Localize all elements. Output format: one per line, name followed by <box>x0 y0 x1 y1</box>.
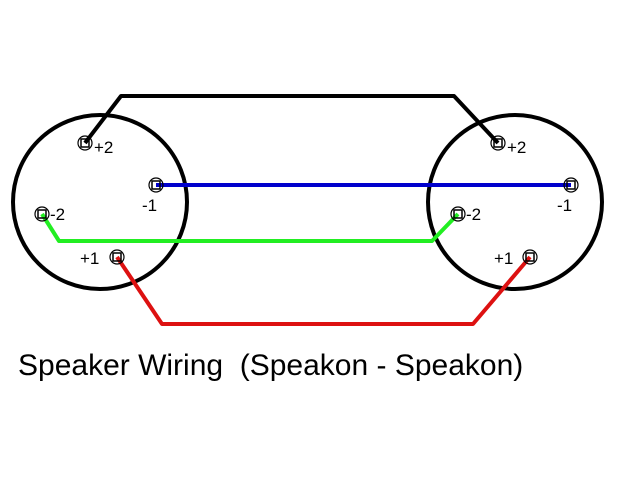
left-pin-plus1 <box>109 249 125 265</box>
left-pin-minus2 <box>34 206 50 222</box>
left-connector <box>11 113 189 291</box>
right-label-plus2: +2 <box>507 138 526 157</box>
right-label-minus2: -2 <box>466 205 481 224</box>
left-label-minus1: -1 <box>142 196 157 215</box>
left-label-plus2: +2 <box>94 138 113 157</box>
left-pin-minus1 <box>148 177 164 193</box>
right-label-plus1: +1 <box>494 249 513 268</box>
wire-minus2 <box>40 212 460 243</box>
right-pin-minus1 <box>563 177 579 193</box>
right-label-minus1: -1 <box>557 196 572 215</box>
wire-plus2 <box>83 94 500 145</box>
right-connector <box>426 113 604 291</box>
left-pin-plus2 <box>77 135 93 151</box>
left-label-plus1: +1 <box>80 249 99 268</box>
wire-plus1 <box>115 255 532 326</box>
diagram-title: Speaker Wiring (Speakon - Speakon) <box>18 349 523 382</box>
right-pin-minus2 <box>450 206 466 222</box>
right-pin-plus1 <box>522 249 538 265</box>
left-label-minus2: -2 <box>50 205 65 224</box>
right-pin-plus2 <box>490 135 506 151</box>
